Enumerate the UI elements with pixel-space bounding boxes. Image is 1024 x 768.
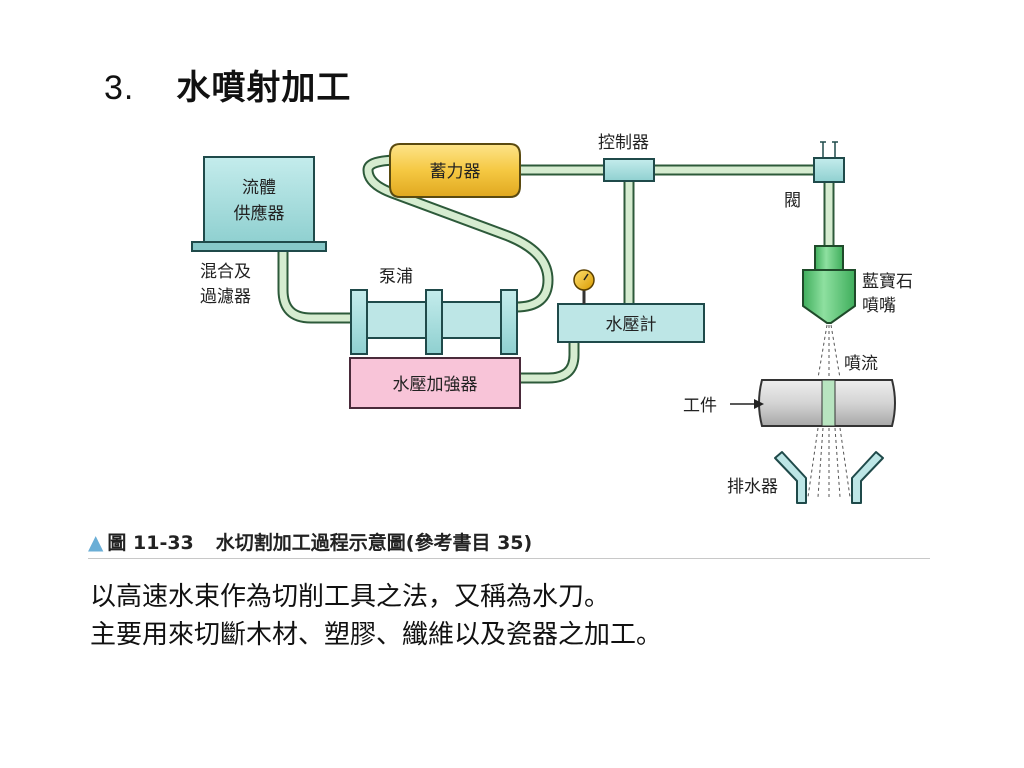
jet-stream-label: 噴流 [844,354,878,374]
workpiece-arrow [730,399,764,409]
pump [350,289,518,355]
mix-filter-label-2: 過濾器 [200,287,251,307]
figure-caption: ▲圖 11-33 水切割加工過程示意圖(參考書目 35) [88,528,532,555]
jet-stream [807,324,851,498]
valve-label: 閥 [784,191,801,211]
caption-divider [88,558,930,559]
body-line-1: 以高速水束作為切削工具之法，又稱為水刀。 [90,582,611,612]
fluid-supply: 流體 供應器 [191,156,327,252]
intensifier-label: 水壓加強器 [393,375,478,395]
nozzle-label-2: 噴嘴 [862,296,896,316]
pipes [277,154,835,384]
workpiece [758,379,896,427]
valve [813,141,845,183]
body-text: 以高速水束作為切削工具之法，又稱為水刀。 主要用來切斷木材、塑膠、纖維以及瓷器之… [90,578,662,654]
pipe-filter-to-pump [277,250,352,324]
pressure-gauge: 水壓計 [557,269,705,343]
caption-text: 水切割加工過程示意圖(參考書目 35) [215,532,533,554]
title-text: 水噴射加工 [176,68,352,108]
nozzle-label-1: 藍寶石 [862,271,913,292]
controller-label: 控制器 [598,133,649,153]
pressure-gauge-label: 水壓計 [606,315,657,335]
mix-filter-label-1: 混合及 [200,262,251,282]
body-line-2: 主要用來切斷木材、塑膠、纖維以及瓷器之加工。 [90,620,663,650]
sapphire-nozzle [802,245,856,324]
figure-number: 圖 11-33 [107,532,194,554]
drain [774,451,884,504]
drain-label: 排水器 [727,477,778,497]
controller [603,158,655,182]
pump-label: 泵浦 [379,267,413,287]
accumulator: 蓄力器 [389,143,521,198]
intensifier: 水壓加強器 [349,357,521,409]
slide-title: 3. 水噴射加工 [104,60,351,109]
title-number: 3. [104,69,135,107]
fluid-supply-label-2: 供應器 [234,203,285,224]
fluid-supply-label-1: 流體 [242,178,276,198]
workpiece-label: 工件 [683,396,717,416]
triangle-icon: ▲ [88,530,104,554]
accumulator-label: 蓄力器 [430,162,481,182]
